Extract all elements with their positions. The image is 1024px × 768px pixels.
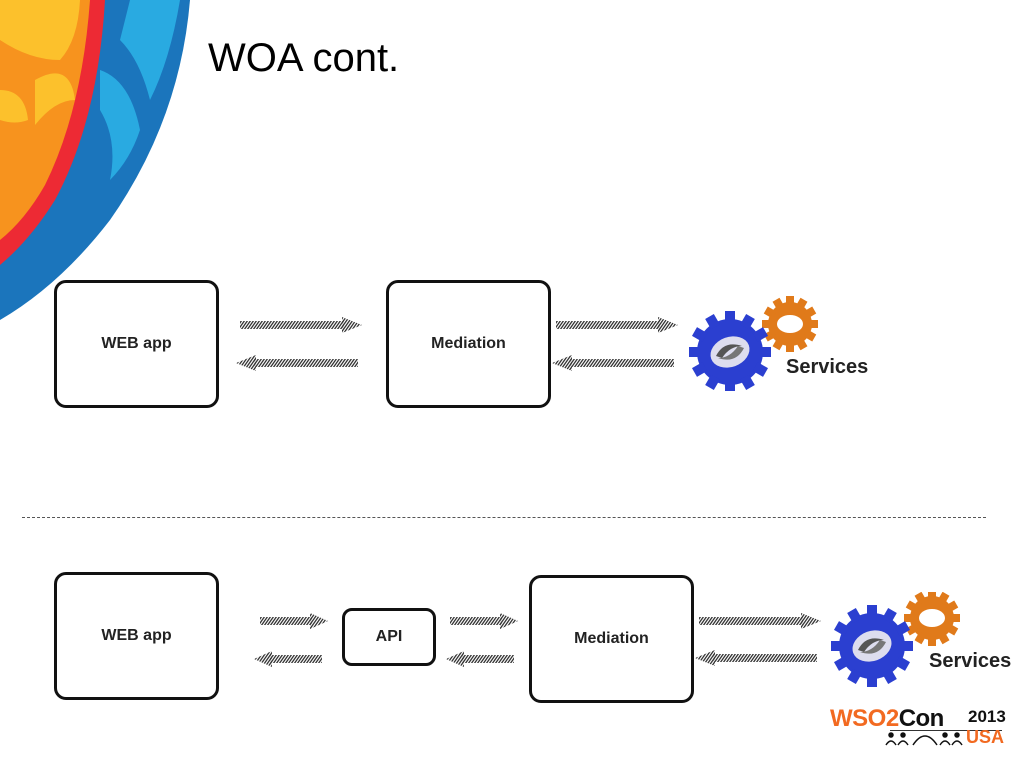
people-icon bbox=[885, 732, 963, 746]
arrow-right-icon bbox=[260, 613, 328, 629]
arrow-left-icon bbox=[254, 651, 322, 667]
arrow-left-icon bbox=[695, 650, 817, 666]
logo-year: 2013 bbox=[968, 707, 1006, 726]
mediation-box-bottom: Mediation bbox=[529, 575, 694, 703]
web-app-label: WEB app bbox=[101, 335, 172, 352]
slide-title: WOA cont. bbox=[208, 36, 400, 80]
services-label-bottom: Services bbox=[929, 650, 1012, 672]
logo-underline bbox=[890, 730, 1002, 731]
web-app-box-bottom: WEB app bbox=[54, 572, 219, 700]
arrow-right-icon bbox=[240, 317, 362, 333]
mediation-box-top: Mediation bbox=[386, 280, 551, 408]
services-gears-icon bbox=[831, 592, 960, 687]
services-gears-icon bbox=[689, 296, 818, 391]
wso2con-logo: WSO2Con 2013 USA bbox=[830, 705, 1010, 755]
api-label: API bbox=[375, 628, 403, 645]
dashed-divider bbox=[22, 517, 986, 518]
logo-location: USA bbox=[966, 727, 1005, 747]
decorative-corner-graphic bbox=[0, 0, 190, 320]
logo-brand-con: Con bbox=[898, 705, 945, 732]
arrow-right-icon bbox=[699, 613, 821, 629]
arrow-left-icon bbox=[236, 355, 358, 371]
web-app-label: WEB app bbox=[101, 627, 172, 644]
mediation-label: Mediation bbox=[574, 630, 649, 647]
mediation-label: Mediation bbox=[431, 335, 506, 352]
arrow-left-icon bbox=[552, 355, 674, 371]
arrow-right-icon bbox=[450, 613, 518, 629]
api-box: API bbox=[342, 608, 436, 666]
services-label-top: Services bbox=[786, 356, 869, 378]
arrow-right-icon bbox=[556, 317, 678, 333]
arrow-left-icon bbox=[446, 651, 514, 667]
web-app-box-top: WEB app bbox=[54, 280, 219, 408]
logo-brand-wso2: WSO2 bbox=[830, 705, 899, 732]
